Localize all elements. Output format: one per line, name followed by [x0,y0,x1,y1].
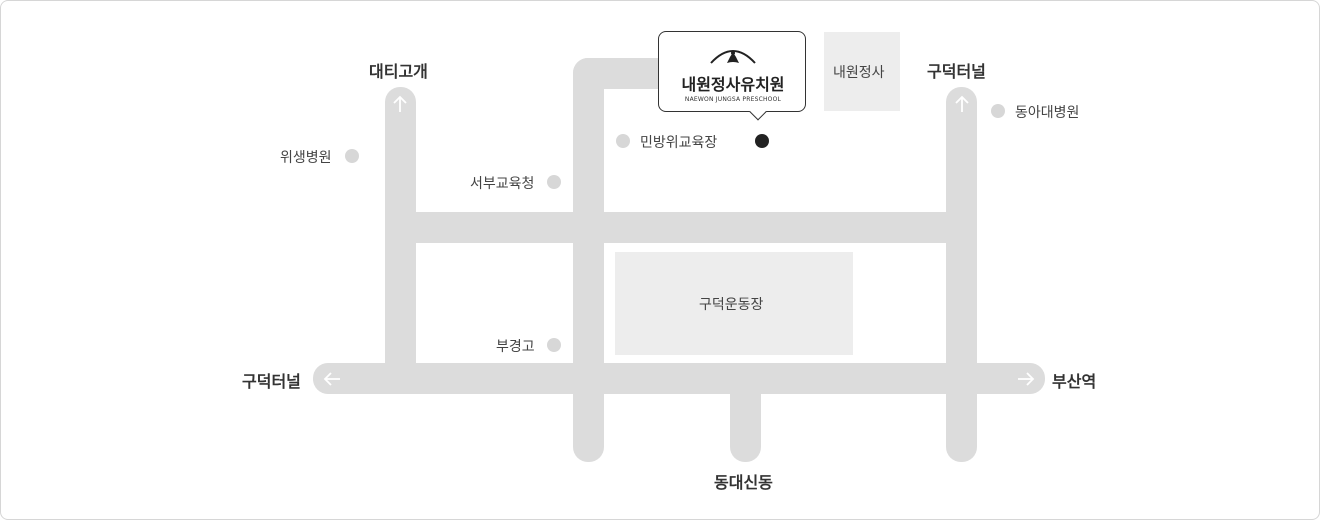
label-high-school: 부경고 [496,339,535,355]
label-welfare-office: 위생병원 [280,150,332,166]
label-top-left-road: 대티고개 [369,62,428,81]
poi-dot [547,175,561,189]
bell-logo-icon [710,50,756,64]
school-name-en: NAEWON JUNGSA PRESCHOOL [684,96,782,103]
school-name: 내원정사유치원 [681,75,785,94]
label-west-education-office: 서부교육청 [470,176,535,192]
stadium-block [615,252,853,355]
label-hospital: 동아대병원 [1015,105,1080,121]
temple-block [824,32,900,111]
label-top-right-road: 구덕터널 [927,62,986,81]
poi-dot [991,104,1005,118]
poi-dot [345,149,359,163]
location-dot-icon [755,134,769,148]
school-callout: 내원정사유치원 NAEWON JUNGSA PRESCHOOL [658,31,806,112]
poi-dot [616,134,630,148]
arrow-left-icon [323,372,340,386]
label-stadium: 구덕운동장 [699,297,764,313]
label-temple: 내원정사 [833,65,885,81]
label-right-exit: 부산역 [1052,372,1097,391]
label-civil-defense-center: 민방위교육장 [640,135,718,151]
label-bottom-road: 동대신동 [714,473,773,492]
road-bottom-stub [730,380,761,462]
arrow-up-icon [393,95,407,112]
road-vertical-center [573,58,604,462]
arrow-right-icon [1018,372,1035,386]
road-horizontal-middle [385,212,977,243]
arrow-up-icon [955,95,969,112]
label-left-exit: 구덕터널 [242,372,301,391]
poi-dot [547,338,561,352]
road-horizontal-main [313,363,1045,394]
road-vertical-right [946,87,977,462]
